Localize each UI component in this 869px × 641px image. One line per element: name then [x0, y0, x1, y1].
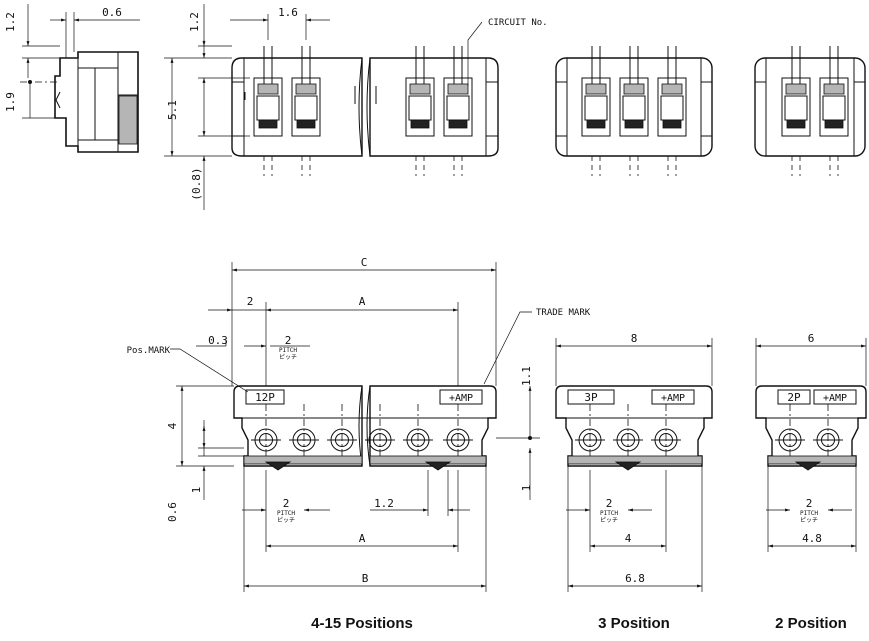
contact-housing — [443, 77, 473, 137]
contact-housing — [253, 77, 283, 137]
contact-latch — [585, 83, 607, 95]
bottom-view-3p — [555, 385, 713, 471]
contact-latch — [623, 83, 645, 95]
dim-1-2-bottom: 1.2 — [374, 497, 394, 510]
contact-crimp — [448, 119, 468, 129]
contact-latch — [823, 83, 845, 95]
pitch-label-3p-jp: ピッチ — [600, 517, 618, 524]
label-pos-mark: Pos.MARK — [127, 346, 171, 356]
dim-a-bottom: A — [359, 532, 366, 545]
dim-0-3: 0.3 — [208, 334, 228, 347]
dim-2-bottom: 2 — [283, 497, 290, 510]
contact-latch — [661, 83, 683, 95]
contact-terminals-top — [253, 46, 849, 137]
front-view-3p — [555, 57, 713, 157]
dim-1-9: 1.9 — [4, 92, 17, 112]
dim-2-top: 2 — [247, 295, 254, 308]
dim-1-right: 1 — [520, 485, 533, 492]
label-12p: 12P — [255, 391, 275, 404]
caption-2-position: 2 Position — [775, 615, 847, 632]
contact-crimp — [258, 119, 278, 129]
dim-a-top: A — [359, 295, 366, 308]
caption-4-15-positions: 4-15 Positions — [311, 615, 413, 632]
contact-housing — [819, 77, 849, 137]
dim-1-2-front: 1.2 — [188, 12, 201, 32]
contact-housing — [619, 77, 649, 137]
contact-crimp — [586, 119, 606, 129]
label-2p: 2P — [787, 391, 801, 404]
label-trade-mark: TRADE MARK — [536, 308, 591, 318]
contact-latch — [785, 83, 807, 95]
contact-latch — [295, 83, 317, 95]
side-view-dimensions — [22, 4, 140, 119]
label-amp-multi: +AMP — [449, 393, 473, 404]
contact-housing — [581, 77, 611, 137]
contact-housing — [291, 77, 321, 137]
dim-4-8: 4.8 — [802, 532, 822, 545]
contact-housing — [781, 77, 811, 137]
dim-1-6: 1.6 — [278, 6, 298, 19]
dim-6: 6 — [808, 332, 815, 345]
dim-0-8: (0.8) — [190, 167, 203, 200]
pitch-label-bottom-en: PITCH — [277, 510, 295, 517]
dim-2-pitch-top: 2 — [285, 334, 292, 347]
dim-2-2p: 2 — [806, 497, 813, 510]
terminal-centerlines-top — [263, 156, 839, 176]
bottom-view-2p — [755, 385, 867, 471]
pitch-label-2p-jp: ピッチ — [800, 517, 818, 524]
pitch-label-bottom-jp: ピッチ — [277, 517, 295, 524]
dim-1-1: 1.1 — [520, 366, 533, 386]
dim-0-6-bottom: 0.6 — [166, 502, 179, 522]
pitch-label-top-jp: ピッチ — [279, 354, 297, 361]
pitch-label-top-en: PITCH — [279, 347, 297, 354]
contact-crimp — [624, 119, 644, 129]
pitch-label-3p-en: PITCH — [600, 510, 618, 517]
bottom-dimensions-3p — [555, 338, 713, 592]
contact-crimp — [824, 119, 844, 129]
bottom-dimensions-2p — [755, 338, 867, 552]
contact-crimp — [296, 119, 316, 129]
dim-c: C — [361, 256, 368, 269]
dim-5-1: 5.1 — [166, 100, 179, 120]
label-amp-2p: +AMP — [823, 393, 847, 404]
label-amp-3p: +AMP — [661, 393, 685, 404]
bottom-dimensions-multi — [170, 262, 540, 592]
contact-crimp — [662, 119, 682, 129]
dim-1-left: 1 — [190, 487, 203, 494]
dim-2-3p: 2 — [606, 497, 613, 510]
terminal-centerlines-bottom — [251, 404, 843, 458]
contact-crimp — [786, 119, 806, 129]
dim-4-3p: 4 — [625, 532, 632, 545]
contact-crimp — [410, 119, 430, 129]
label-3p: 3P — [584, 391, 598, 404]
dim-4: 4 — [166, 422, 179, 429]
label-circuit-no: CIRCUIT No. — [488, 18, 548, 28]
side-view — [20, 51, 139, 153]
contact-latch — [409, 83, 431, 95]
contact-housing — [405, 77, 435, 137]
front-view-dimensions — [164, 4, 483, 210]
contact-latch — [447, 83, 469, 95]
contact-latch — [257, 83, 279, 95]
dim-b: B — [362, 572, 369, 585]
dim-8: 8 — [631, 332, 638, 345]
dim-0-6-top: 0.6 — [102, 6, 122, 19]
dim-1-2-left: 1.2 — [4, 12, 17, 32]
pitch-label-2p-en: PITCH — [800, 510, 818, 517]
contact-housing — [657, 77, 687, 137]
caption-3-position: 3 Position — [598, 615, 670, 632]
dim-6-8: 6.8 — [625, 572, 645, 585]
